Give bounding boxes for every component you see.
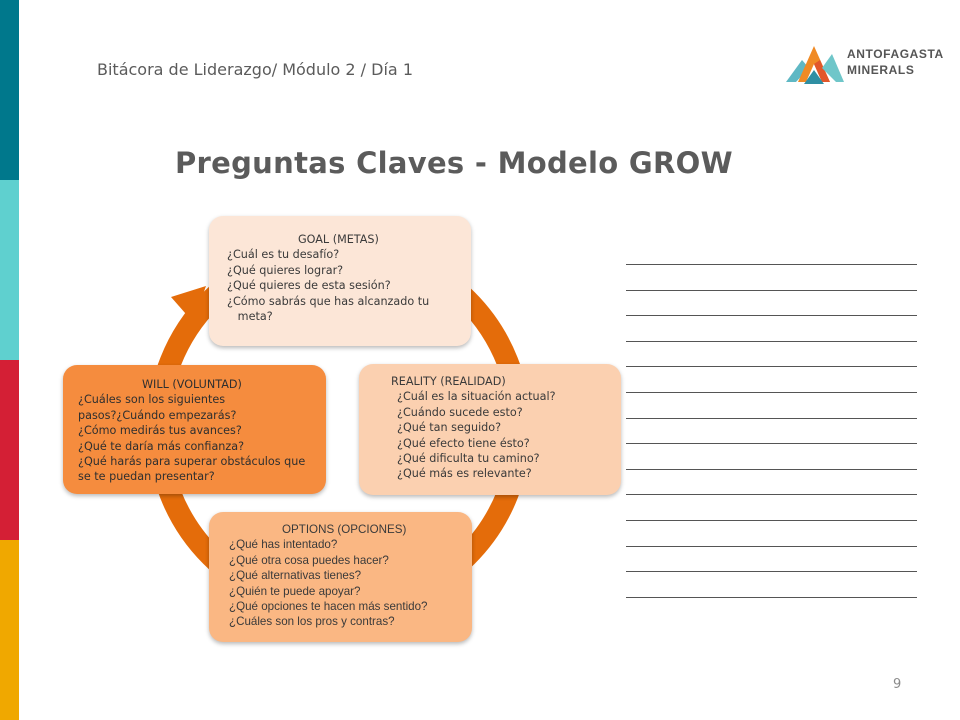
- will-line: ¿Qué harás para superar obstáculos que s…: [78, 455, 306, 484]
- will-line: ¿Cómo medirás tus avances?: [78, 424, 242, 438]
- note-line: [626, 521, 917, 547]
- goal-line: ¿Qué quieres lograr?: [227, 263, 344, 277]
- reality-line: ¿Cuándo sucede esto?: [397, 405, 523, 419]
- goal-line: meta?: [227, 310, 273, 324]
- note-line: [626, 291, 917, 317]
- goal-line: ¿Cómo sabrás que has alcanzado tu: [227, 294, 430, 308]
- note-line: [626, 316, 917, 342]
- options-line: ¿Quién te puede apoyar?: [229, 584, 361, 598]
- side-stripe-red: [0, 360, 19, 540]
- note-line: [626, 470, 917, 496]
- will-box: WILL (VOLUNTAD) ¿Cuáles son los siguient…: [63, 365, 326, 494]
- options-line: ¿Qué alternativas tienes?: [229, 569, 362, 583]
- note-line: [626, 572, 917, 598]
- reality-line: ¿Qué tan seguido?: [397, 421, 502, 435]
- reality-line: ¿Qué más es relevante?: [397, 467, 532, 481]
- side-stripe-teal-dark: [0, 0, 19, 180]
- options-line: ¿Qué has intentado?: [229, 538, 338, 552]
- note-line: [626, 444, 917, 470]
- note-line: [626, 495, 917, 521]
- goal-heading: GOAL (METAS): [298, 233, 379, 246]
- side-stripe-teal-light: [0, 180, 19, 360]
- note-line: [626, 342, 917, 368]
- reality-heading: REALITY (REALIDAD): [391, 375, 506, 388]
- note-line: [626, 367, 917, 393]
- note-line: [626, 265, 917, 291]
- note-line: [626, 547, 917, 573]
- reality-box: REALITY (REALIDAD) ¿Cuál es la situación…: [359, 364, 621, 495]
- reality-line: ¿Qué efecto tiene ésto?: [397, 436, 530, 450]
- page-number: 9: [893, 677, 902, 692]
- antofagasta-logo-icon: [786, 46, 844, 84]
- reality-line: ¿Cuál es la situación actual?: [397, 390, 556, 404]
- will-line: pasos?¿Cuándo empezarás?: [78, 408, 237, 422]
- goal-line: ¿Qué quieres de esta sesión?: [227, 279, 391, 293]
- reality-line: ¿Qué dificulta tu camino?: [397, 452, 540, 466]
- note-line: [626, 393, 917, 419]
- will-line: ¿Qué te daría más confianza?: [78, 439, 245, 453]
- goal-line: ¿Cuál es tu desafío?: [227, 248, 340, 262]
- options-box: OPTIONS (OPCIONES) ¿Qué has intentado? ¿…: [209, 512, 472, 642]
- side-stripe-yellow: [0, 540, 19, 720]
- will-line: ¿Cuáles son los siguientes: [78, 393, 226, 407]
- options-line: ¿Cuáles son los pros y contras?: [229, 615, 395, 629]
- options-line: ¿Qué opciones te hacen más sentido?: [229, 600, 428, 614]
- page-title: Preguntas Claves - Modelo GROW: [175, 146, 733, 180]
- logo-line-2: MINERALS: [847, 63, 915, 77]
- breadcrumb: Bitácora de Liderazgo/ Módulo 2 / Día 1: [97, 60, 413, 79]
- options-line: ¿Qué otra cosa puedes hacer?: [229, 553, 389, 567]
- goal-box: GOAL (METAS) ¿Cuál es tu desafío? ¿Qué q…: [209, 216, 471, 346]
- note-line: [626, 419, 917, 445]
- will-heading: WILL (VOLUNTAD): [142, 378, 242, 391]
- logo-line-1: ANTOFAGASTA: [847, 47, 944, 61]
- note-line: [626, 264, 917, 265]
- options-heading: OPTIONS (OPCIONES): [282, 523, 407, 536]
- logo-wordmark: ANTOFAGASTA MINERALS: [847, 46, 944, 78]
- notes-lines: [626, 264, 917, 598]
- cycle-arrowhead-icon: [171, 286, 206, 322]
